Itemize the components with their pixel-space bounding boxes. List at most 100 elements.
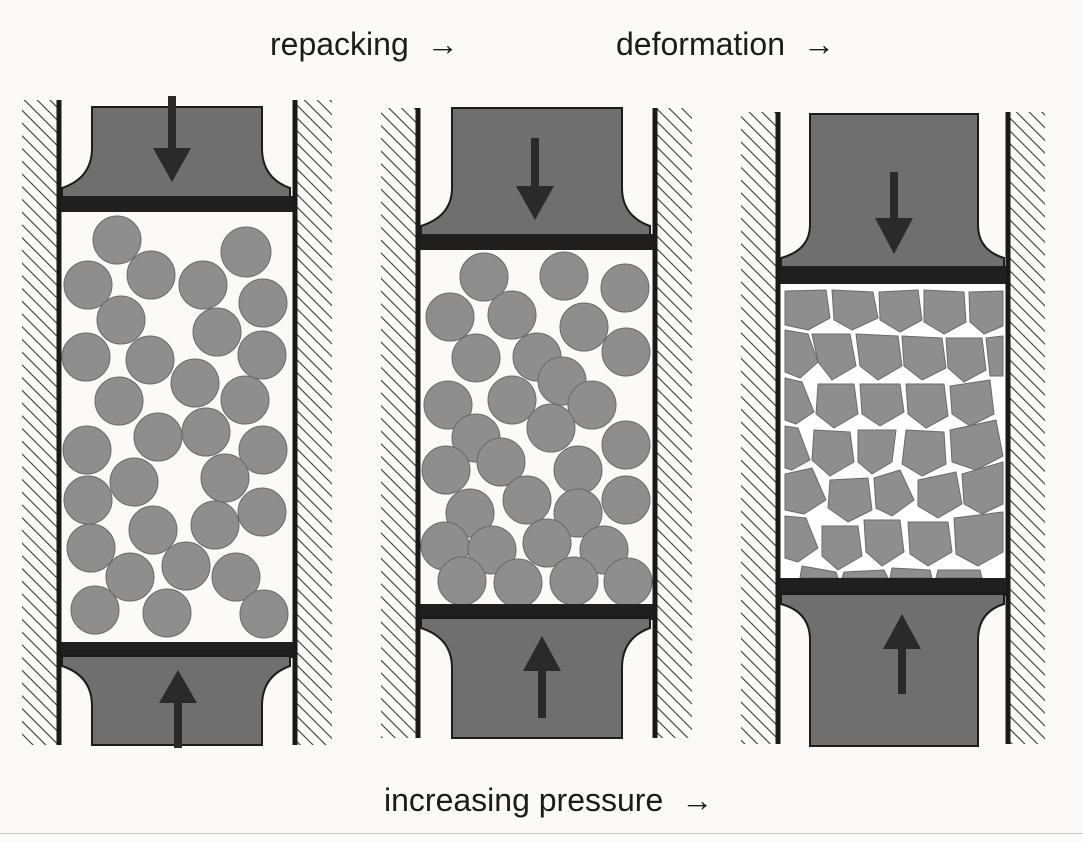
grain (889, 567, 933, 579)
lower-punch (420, 617, 651, 739)
right-arrow-icon: → (681, 782, 714, 818)
grain (935, 569, 983, 579)
grain (784, 515, 819, 563)
die-wall-left (381, 108, 418, 738)
die-wall-right (295, 100, 332, 745)
die-wall-left (22, 100, 59, 745)
particle (62, 425, 112, 475)
down-arrow-icon (875, 218, 913, 254)
particle (445, 488, 495, 538)
particle (539, 251, 589, 301)
particle (487, 375, 537, 425)
particle (142, 588, 192, 638)
particle (487, 290, 537, 340)
grain (815, 383, 859, 429)
particles-deformed (784, 289, 1004, 579)
grain (863, 519, 905, 567)
particle (437, 556, 487, 606)
repacking-label: repacking → (270, 28, 459, 60)
particle (601, 420, 651, 470)
particle (94, 376, 144, 426)
grain (784, 289, 831, 331)
particle (421, 445, 471, 495)
particle (161, 541, 211, 591)
particle (467, 525, 517, 575)
particle (126, 250, 176, 300)
particle (96, 295, 146, 345)
grain (831, 289, 879, 331)
deformation-label: deformation → (616, 28, 835, 60)
grain (859, 383, 905, 427)
down-arrow-icon (516, 186, 554, 220)
particle (425, 292, 475, 342)
grain (827, 477, 873, 523)
deformation-text: deformation (616, 26, 785, 62)
grain (901, 429, 947, 477)
particle (63, 475, 113, 525)
particle (125, 335, 175, 385)
upper-plate (61, 196, 293, 212)
particle (423, 380, 473, 430)
particle (190, 500, 240, 550)
right-arrow-icon: → (426, 26, 459, 62)
particle (238, 278, 288, 328)
up-arrow-icon (159, 670, 197, 703)
grain (857, 429, 897, 475)
particle (109, 457, 159, 507)
lower-plate (420, 604, 653, 620)
lower-plate (780, 578, 1006, 596)
grain (878, 289, 923, 333)
lower-punch (780, 593, 1005, 747)
particle (211, 552, 261, 602)
particle (549, 556, 599, 606)
grain (917, 471, 963, 519)
particle (170, 358, 220, 408)
grain (784, 467, 827, 515)
particles-repacked (420, 251, 653, 608)
right-arrow-icon: → (802, 26, 835, 62)
particle (459, 252, 509, 302)
particle (220, 375, 270, 425)
grain (855, 333, 903, 381)
grain (949, 379, 995, 427)
up-arrow-icon (883, 614, 921, 649)
particle (178, 260, 228, 310)
particle (70, 585, 120, 635)
upper-plate (420, 234, 653, 250)
grain (811, 429, 855, 477)
grain (953, 511, 1004, 567)
down-arrow-icon (153, 148, 191, 182)
particle (63, 260, 113, 310)
particle (237, 330, 287, 380)
particle (553, 488, 603, 538)
repacking-text: repacking (270, 26, 409, 62)
particle (601, 327, 651, 377)
particle (502, 475, 552, 525)
bottom-divider (0, 833, 1083, 834)
particle (522, 518, 572, 568)
panel-deformed (741, 112, 1045, 747)
increasing-pressure-text: increasing pressure (384, 782, 664, 818)
increasing-pressure-label: increasing pressure → (384, 784, 713, 816)
grain (923, 289, 967, 335)
particle (92, 215, 142, 265)
grain (907, 521, 953, 567)
particle (61, 332, 111, 382)
particle (105, 552, 155, 602)
grain (945, 337, 987, 383)
particles-loose (61, 215, 289, 639)
particle (601, 475, 651, 525)
lower-plate (61, 642, 293, 658)
particle (451, 333, 501, 383)
particle (181, 407, 231, 457)
particle (237, 487, 287, 537)
grain (901, 335, 947, 381)
grain (784, 329, 819, 379)
particle (493, 558, 543, 608)
particle (192, 307, 242, 357)
grain (821, 525, 863, 571)
die-wall-right (1008, 112, 1045, 744)
die-wall-right (655, 108, 692, 738)
